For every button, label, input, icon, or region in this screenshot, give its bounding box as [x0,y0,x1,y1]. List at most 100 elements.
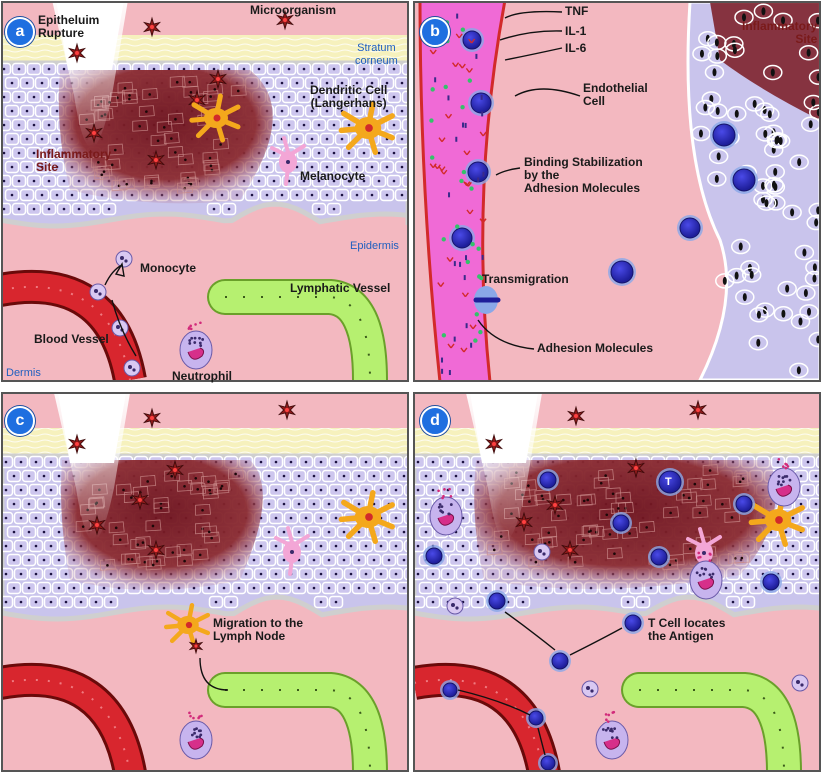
tnf-icon [437,282,445,287]
il6-icon [463,275,466,281]
t-cell-locates-antigen-label: T Cell locates the Antigen [648,616,726,643]
dermis-label: Dermis [6,367,41,379]
il6-icon [459,261,462,267]
il1-icon [430,87,435,92]
il6-icon [434,77,437,83]
il1-icon [430,155,435,160]
il6-icon [447,95,450,101]
adhesion-molecules-label: Adhesion Molecules [537,341,654,355]
epithelium-rupture-label: Epitheluim Rupture [38,13,100,40]
panel-d-badge: d [420,406,450,436]
adhesion-pointer [477,319,535,350]
tnf-icon [460,347,468,353]
il6-icon [462,122,465,128]
immune-cell-icon [735,495,753,513]
t-cell-path-2 [569,627,623,656]
lymphatic-vessel [623,674,800,771]
leukocyte-icon [462,30,482,50]
panel-b [414,2,820,380]
il6-icon [441,368,444,374]
immune-cell-icon [679,217,701,239]
inflammatory-site-label-a: Inflammatory Site [36,147,112,174]
monocyte-icon [115,250,133,268]
immune-cell-icon [762,573,780,591]
tnf-icon [438,166,446,172]
t-cell-path-3 [457,689,531,716]
tnf-icon [451,62,460,68]
immune-cell-icon [539,471,557,489]
tnf-icon [466,209,474,215]
panel-b-badge: b [420,17,450,47]
il6-icon [481,111,484,117]
panel-c-badge: c [5,406,35,436]
monocyte-label: Monocyte [140,261,197,275]
il6-icon [441,357,444,363]
tnf-icon [469,324,477,330]
il6-icon [482,171,485,177]
binding-stabilization-label: Binding Stabilization by the Adhesion Mo… [524,155,643,195]
tnf-icon [479,218,487,224]
lymphatic-vessel [209,281,386,380]
tnf-icon [455,33,463,39]
inflammatory-site-label-b: Inflammatory Site [742,19,818,46]
monocyte-icon [533,543,551,561]
il1-icon [467,78,473,83]
il6-icon [448,370,451,376]
endothelial-pointer [514,88,581,97]
tnf-icon [467,38,476,44]
immune-cell-icon [650,548,668,566]
il6-icon [453,336,456,342]
il6-icon [448,192,451,198]
tnf-icon [446,257,454,262]
tnf-icon [447,343,455,349]
tnf-icon [458,63,466,69]
il1-icon [460,105,465,110]
panel-a-badge: a [5,17,35,47]
il6-icon [475,53,478,59]
blood-vessel-label: Blood Vessel [34,332,109,346]
migration-lymph-node-label: Migration to the Lymph Node [213,616,303,643]
il1-icon [429,118,434,123]
il1-icon [476,246,481,251]
monocyte-icon [581,680,599,698]
t-cell-path-1 [504,611,556,651]
panel-c-frame [1,392,409,772]
tnf-icon [444,113,453,119]
il6-icon [477,177,480,183]
monocyte-icon [123,359,141,377]
il1-icon [470,241,475,247]
il1-icon [473,338,478,343]
il1-icon [474,312,479,317]
il6-icon [464,122,467,128]
panel-a [2,2,407,380]
il1-icon [441,237,446,242]
tnf-icon [461,292,469,298]
panel-a-frame [1,1,409,382]
epidermis-label: Epidermis [350,240,399,252]
il1-icon [460,27,466,32]
neutrophil-label: Neutrophil [172,369,232,383]
il6-icon [480,94,483,100]
monocyte-icon [89,283,107,301]
binding-pointer [495,167,521,176]
transmigration-label: Transmigration [482,272,569,286]
immune-cell-icon [442,682,458,698]
t-cell-icon [658,470,682,494]
immune-cell-icon [551,652,569,670]
stratum-corneum-label: Stratum corneum [355,42,398,67]
tnf-icon [429,49,437,55]
il6-label: IL-6 [565,41,587,55]
il6-icon [456,13,459,19]
tnf-icon [438,137,446,143]
tnf-icon [465,67,473,73]
lymph-migration-arrow [199,657,229,691]
il1-icon [459,178,464,184]
il6-icon [465,255,468,261]
il1-pointer [499,30,563,41]
il1-icon [443,84,448,90]
immune-cell-icon [425,547,443,565]
il6-pointer [504,47,563,61]
monocyte-icon [791,674,809,692]
il1-icon [441,333,447,338]
